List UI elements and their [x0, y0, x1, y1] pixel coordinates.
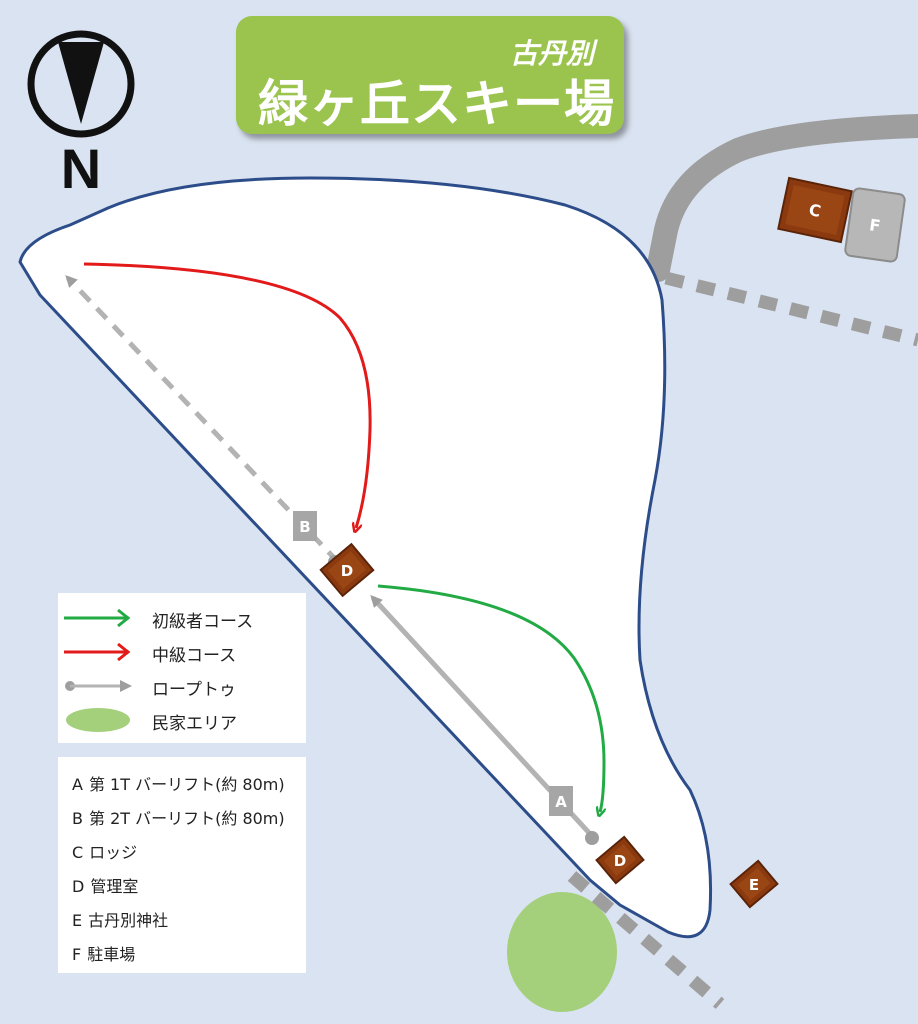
facility-item-c: C ロッジ	[72, 839, 137, 863]
dashed-path-east	[664, 271, 918, 347]
office-lower-label: D	[614, 852, 626, 870]
shrine-label: E	[749, 876, 759, 894]
title-subtitle: 古丹別	[509, 37, 594, 70]
lift-a-tag-label: A	[555, 793, 567, 811]
facility-label: 古丹別神社	[88, 911, 169, 930]
facility-label: ロッジ	[89, 843, 138, 862]
north-compass: N	[27, 30, 135, 200]
facility-code: F	[72, 945, 82, 964]
title-banner: 古丹別 緑ヶ丘スキー場	[236, 16, 624, 134]
office-upper-building	[319, 542, 375, 598]
legend-item-residential: 民家エリア	[58, 703, 306, 737]
title-main: 緑ヶ丘スキー場	[258, 75, 615, 133]
facility-code: D	[72, 877, 85, 896]
lift-a-station	[585, 831, 599, 845]
residential-area-icon	[66, 708, 130, 732]
lift-b-tag-label: B	[299, 518, 310, 536]
facility-item-d: D 管理室	[72, 873, 138, 897]
rope-tow-icon	[65, 680, 132, 692]
beginner-course	[377, 584, 604, 812]
red-arrow-icon	[64, 642, 131, 662]
compass-north-label: N	[61, 137, 101, 200]
facility-code: A	[72, 775, 83, 794]
lift-b-tag	[293, 511, 317, 541]
legend-item-beginner: 初級者コース	[58, 601, 306, 635]
legend-item-rope-tow: ロープトゥ	[58, 669, 306, 703]
legend-label: ロープトゥ	[152, 680, 236, 700]
dashed-path-south	[567, 871, 725, 1009]
facility-item-f: F 駐車場	[72, 941, 135, 965]
legend-label: 初級者コース	[152, 612, 254, 632]
ski-slope	[18, 176, 713, 939]
office-upper-label: D	[341, 562, 353, 580]
facility-code: B	[72, 809, 83, 828]
office-lower-building	[595, 835, 645, 885]
lodge-label: C	[807, 200, 822, 221]
facility-code: E	[72, 911, 83, 930]
legend: 初級者コース 中級コース ロープトゥ 民家エリア	[58, 593, 306, 743]
green-arrow-icon	[64, 608, 131, 628]
facility-label: 駐車場	[87, 945, 136, 964]
intermediate-course	[83, 262, 372, 528]
lodge-building: C	[777, 176, 853, 244]
parking-building: F	[844, 187, 906, 263]
north-arrow-icon	[58, 42, 104, 124]
legend-label: 民家エリア	[152, 714, 237, 734]
lift-b-line	[65, 275, 340, 564]
legend-item-intermediate: 中級コース	[58, 635, 306, 669]
facility-code: C	[72, 843, 84, 862]
parking-label: F	[868, 215, 881, 235]
shrine-building	[729, 859, 779, 909]
facility-item-e: E 古丹別神社	[72, 907, 168, 931]
facility-item-b: B 第 2T バーリフト(約 80m)	[72, 805, 285, 829]
compass-ring	[27, 30, 135, 138]
residential-area	[507, 892, 617, 1012]
facility-label: 第 1T バーリフト(約 80m)	[88, 775, 285, 794]
facility-label: 第 2T バーリフト(約 80m)	[88, 809, 285, 828]
facility-label: 管理室	[90, 877, 139, 896]
road	[646, 114, 918, 282]
facility-item-a: A 第 1T バーリフト(約 80m)	[72, 771, 285, 795]
lift-a-tag	[549, 786, 573, 816]
legend-label: 中級コース	[152, 646, 237, 666]
